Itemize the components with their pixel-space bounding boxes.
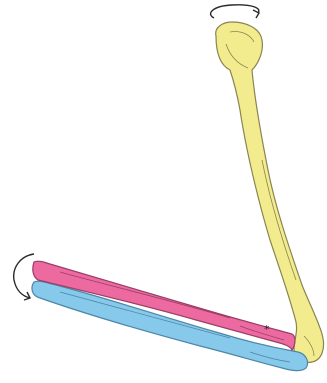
asterisk-marker: *: [264, 323, 270, 336]
top-rotation-arrow-icon: [211, 5, 259, 18]
left-rotation-arrow-icon: [14, 254, 34, 300]
humerus-bone: [216, 22, 324, 362]
